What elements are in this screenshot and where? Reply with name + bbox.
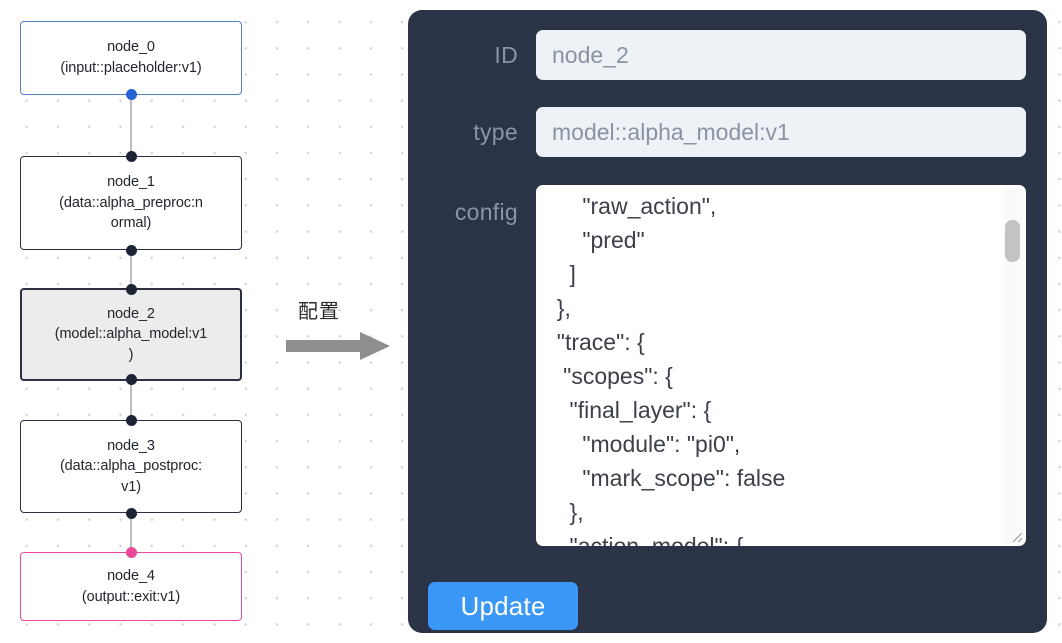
- graph-node-node_1[interactable]: node_1 (data::alpha_preproc:n ormal): [20, 156, 242, 250]
- edge-node3-node4: [130, 508, 132, 558]
- graph-node-node_0[interactable]: node_0 (input::placeholder:v1): [20, 21, 242, 95]
- graph-node-node_4[interactable]: node_4 (output::exit:v1): [20, 552, 242, 621]
- node-label: node_1 (data::alpha_preproc:n ormal): [59, 174, 203, 232]
- node-label: node_3 (data::alpha_postproc: v1): [59, 437, 203, 495]
- config-scrollbar-thumb[interactable]: [1005, 220, 1020, 262]
- field-row-config: config "raw_action", "pred" ] }, "trace"…: [408, 185, 1047, 546]
- node-handle-node_0-source[interactable]: [125, 88, 137, 100]
- node-handle-node_4-target[interactable]: [125, 546, 137, 558]
- edge-node1-node2: [130, 245, 132, 295]
- edge-node0-node1: [130, 90, 132, 162]
- node-handle-node_2-target[interactable]: [125, 283, 137, 295]
- node-handle-node_2-source[interactable]: [125, 373, 137, 385]
- config-field-label: config: [454, 199, 518, 225]
- right-arrow-icon: [286, 332, 390, 360]
- node-label: node_0 (input::placeholder:v1): [60, 39, 202, 76]
- arrow-label: 配置: [298, 299, 340, 323]
- node-handle-node_3-target[interactable]: [125, 414, 137, 426]
- graph-node-node_2[interactable]: node_2 (model::alpha_model:v1 ): [20, 288, 242, 381]
- field-row-type: type: [408, 107, 1047, 157]
- config-textarea[interactable]: "raw_action", "pred" ] }, "trace": { "sc…: [536, 185, 1026, 546]
- id-input[interactable]: [536, 30, 1026, 80]
- type-input[interactable]: [536, 107, 1026, 157]
- type-field-label: type: [473, 118, 518, 145]
- config-scrollbar-track[interactable]: [1003, 188, 1023, 543]
- update-button[interactable]: Update: [428, 582, 578, 630]
- id-field-label: ID: [494, 41, 518, 68]
- node-config-panel: ID type config "raw_action", "pred" ] },…: [408, 10, 1047, 633]
- graph-node-node_3[interactable]: node_3 (data::alpha_postproc: v1): [20, 420, 242, 513]
- node-label: node_4 (output::exit:v1): [81, 567, 181, 605]
- config-arrow-group: 配置: [284, 295, 396, 365]
- node-label: node_2 (model::alpha_model:v1 ): [54, 305, 208, 363]
- node-handle-node_3-source[interactable]: [125, 507, 137, 519]
- node-handle-node_1-source[interactable]: [125, 244, 137, 256]
- node-handle-node_1-target[interactable]: [125, 150, 137, 162]
- field-row-id: ID: [408, 30, 1047, 80]
- edge-node2-node3: [130, 376, 132, 426]
- config-textarea-wrapper: "raw_action", "pred" ] }, "trace": { "sc…: [536, 185, 1026, 546]
